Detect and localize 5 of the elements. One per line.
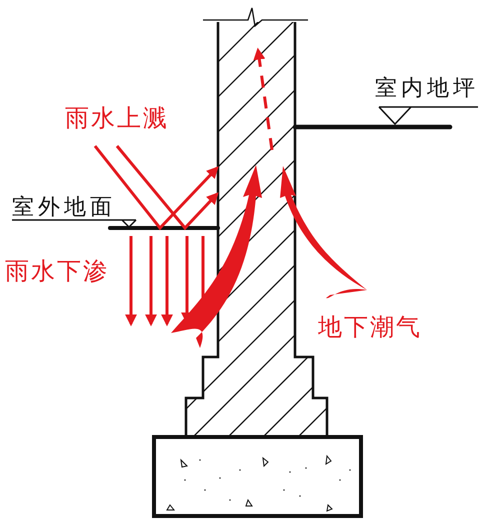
- level-label: 室内地坪: [375, 78, 479, 100]
- annotation-label: 雨水下渗: [5, 259, 109, 283]
- annotation-label: 地下潮气: [318, 315, 422, 339]
- level-label: 室外地面: [12, 197, 116, 219]
- annotation-label: 雨水上溅: [65, 106, 169, 130]
